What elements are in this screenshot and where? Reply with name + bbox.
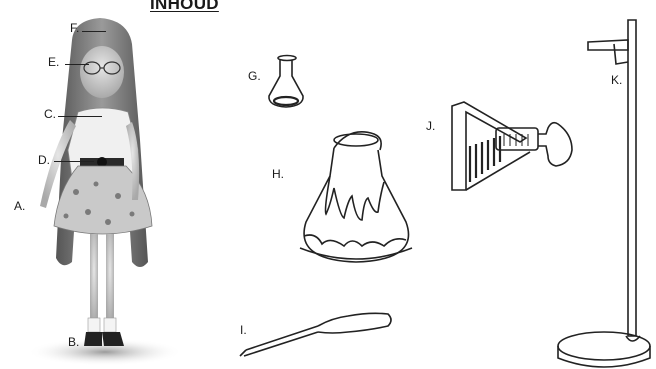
doll-image <box>27 18 183 366</box>
volcano-flask-illustration <box>300 132 412 262</box>
label-c: C. <box>44 108 56 120</box>
label-j: J. <box>426 120 435 132</box>
label-k: K. <box>611 74 622 86</box>
pipette-illustration <box>240 313 391 356</box>
leader-line-f <box>82 31 106 32</box>
label-e: E. <box>48 56 59 68</box>
label-g: G. <box>248 70 261 82</box>
label-f: F. <box>70 22 79 34</box>
label-b: B. <box>68 336 79 348</box>
label-h: H. <box>272 168 284 180</box>
leader-line-c <box>58 116 102 117</box>
small-flask-illustration <box>269 56 303 108</box>
test-tube-holder-illustration <box>452 102 572 190</box>
label-a: A. <box>14 200 25 212</box>
label-d: D. <box>38 154 50 166</box>
leader-line-e <box>65 64 89 65</box>
lab-stand-illustration <box>558 20 650 367</box>
leader-line-d <box>54 161 94 162</box>
label-i: I. <box>240 324 247 336</box>
